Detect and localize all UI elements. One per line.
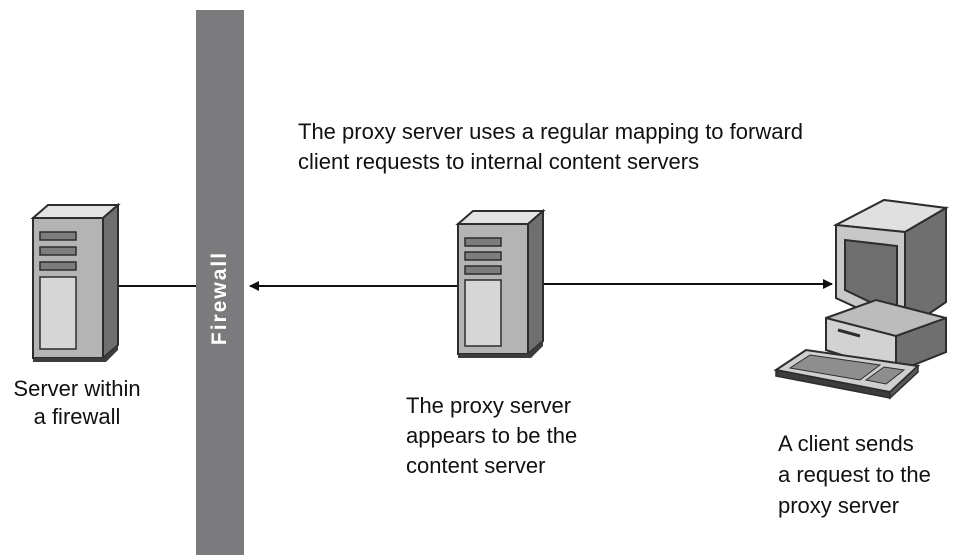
caption-line-1: The proxy server uses a regular mapping … — [298, 119, 804, 144]
caption-line-2: client requests to internal content serv… — [298, 149, 700, 174]
proxy-server-label-3: content server — [406, 453, 546, 478]
client-computer-icon — [773, 198, 950, 400]
firewall-bar — [196, 10, 244, 555]
client-label-2: a request to the — [778, 462, 931, 487]
client-label-1: A client sends — [778, 431, 914, 456]
internal-server-icon — [30, 202, 121, 362]
internal-server-label-2: a firewall — [33, 404, 121, 429]
proxy-server-icon — [455, 208, 546, 358]
proxy-server-label-2: appears to be the — [406, 423, 578, 448]
proxy-server-label-1: The proxy server — [406, 393, 572, 418]
internal-server-label-1: Server within — [13, 376, 141, 401]
client-label-3: proxy server — [778, 493, 900, 518]
